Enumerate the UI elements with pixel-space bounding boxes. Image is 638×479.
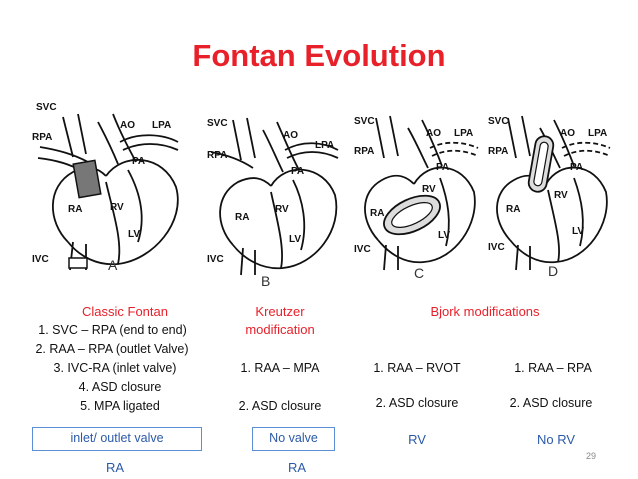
classic-chamber: RA [105,460,125,475]
bjork-right-item-2: 2. ASD closure [509,396,593,410]
label-pa: PA [570,162,583,173]
label-lpa: LPA [588,128,607,139]
label-lv: LV [572,226,584,237]
kreutzer-valve-box: No valve [252,427,335,451]
bjork-right-chamber: No RV [536,432,576,447]
label-ao: AO [560,128,575,139]
bjork-heading: Bjork modifications [430,304,540,319]
label-rpa: RPA [488,146,508,157]
label-ao: AO [426,128,441,139]
classic-item-2: 2. RAA – RPA (outlet Valve) [35,342,189,356]
label-svc: SVC [488,116,509,127]
panel-letter: D [548,263,558,279]
kreutzer-item-2: 2. ASD closure [238,399,322,413]
label-svc: SVC [36,102,57,113]
bjork-left-item-2: 2. ASD closure [375,396,459,410]
label-ra: RA [506,204,520,215]
bjork-left-item-1: 1. RAA – RVOT [373,361,461,375]
label-ra: RA [235,212,249,223]
label-lv: LV [438,230,450,241]
kreutzer-item-1: 1. RAA – MPA [240,361,320,375]
panel-letter: C [414,265,424,280]
classic-item-5: 5. MPA ligated [80,399,160,413]
label-rpa: RPA [354,146,374,157]
label-rv: RV [110,202,124,213]
classic-valve-box: inlet/ outlet valve [32,427,202,451]
label-rpa: RPA [207,150,227,161]
label-ivc: IVC [354,244,371,255]
slide-title: Fontan Evolution [192,38,446,73]
bjork-right-item-1: 1. RAA – RPA [514,361,592,375]
kreutzer-chamber: RA [287,460,307,475]
label-ra: RA [68,204,82,215]
page-number: 29 [586,451,597,461]
diagram-bjork-rvot: SVC RPA AO LPA PA RA RV LV IVC C [354,115,479,280]
label-svc: SVC [207,118,228,129]
label-ivc: IVC [488,242,505,253]
label-pa: PA [132,156,145,167]
label-lpa: LPA [454,128,473,139]
label-rv: RV [275,204,289,215]
label-rv: RV [422,184,436,195]
classic-item-1: 1. SVC – RPA (end to end) [38,323,187,337]
label-lpa: LPA [315,140,334,151]
diagram-kreutzer: SVC RPA AO LPA PA RA RV LV IVC B [207,117,339,289]
classic-fontan-heading: Classic Fontan [82,304,168,319]
label-rpa: RPA [32,132,52,143]
label-ivc: IVC [207,254,224,265]
kreutzer-heading-line2: modification [245,322,315,337]
diagram-bjork-rpa: SVC RPA AO LPA PA RA RV LV IVC D [488,115,611,279]
label-ra: RA [370,208,384,219]
label-svc: SVC [354,116,375,127]
label-pa: PA [436,162,449,173]
label-lv: LV [128,229,140,240]
kreutzer-heading-line1: Kreutzer [255,304,305,319]
label-ao: AO [283,130,298,141]
label-ivc: IVC [32,254,49,265]
classic-item-4: 4. ASD closure [78,380,162,394]
classic-item-3: 3. IVC-RA (inlet valve) [53,361,177,375]
label-pa: PA [291,166,304,177]
bjork-left-chamber: RV [408,432,426,447]
label-lpa: LPA [152,120,171,131]
label-rv: RV [554,190,568,201]
diagram-classic-fontan: SVC RPA AO LPA PA RA RV LV IVC A [32,102,179,272]
label-ao: AO [120,120,135,131]
panel-letter: A [108,257,118,272]
label-lv: LV [289,234,301,245]
panel-letter: B [261,273,270,289]
